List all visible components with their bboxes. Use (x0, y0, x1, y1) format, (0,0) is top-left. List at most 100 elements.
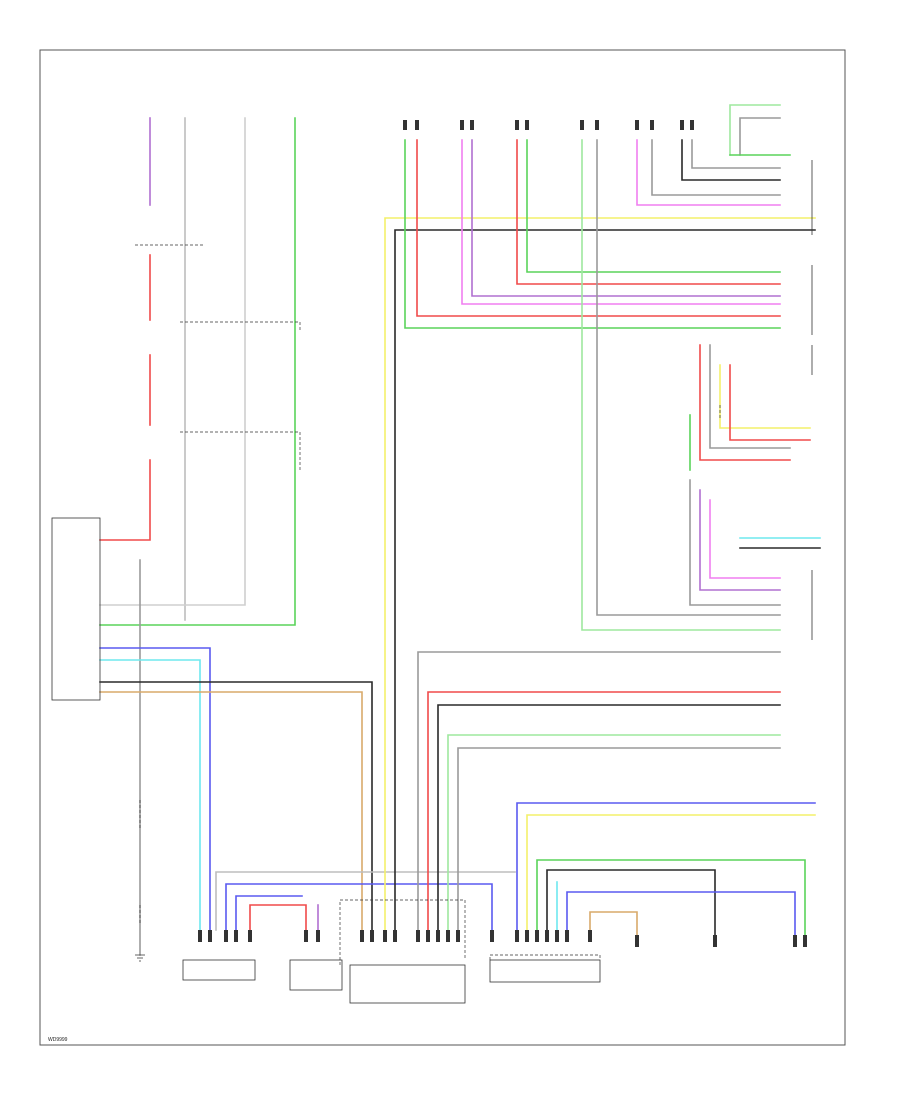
wire-orange-1 (99, 691, 363, 931)
pin-top-2 (415, 120, 419, 130)
pin-top-8 (595, 120, 599, 130)
wire-red-9 (427, 691, 781, 931)
wire-yellow-2 (719, 364, 811, 429)
wire-cyan-1 (99, 659, 201, 931)
pin-bottom-2 (208, 930, 212, 942)
wire-green-7 (536, 859, 806, 936)
bottom-connector-d (489, 959, 601, 983)
pin-bottom-27 (793, 935, 797, 947)
wire-red-6 (516, 139, 781, 285)
pin-top-1 (403, 120, 407, 130)
wire-yellow-3 (526, 814, 816, 931)
pin-bottom-13 (426, 930, 430, 942)
wire-black-1 (99, 681, 373, 931)
wire-red-3 (99, 459, 151, 541)
pin-bottom-10 (383, 930, 387, 942)
wire-yellow-1 (384, 217, 816, 931)
pin-bottom-14 (436, 930, 440, 942)
wire-green-1 (99, 117, 296, 626)
wire-black-6 (546, 869, 716, 936)
pin-top-4 (470, 120, 474, 130)
pin-bottom-23 (565, 930, 569, 942)
pin-top-10 (650, 120, 654, 130)
wire-blue-2 (225, 883, 493, 931)
pin-bottom-18 (515, 930, 519, 942)
pin-bottom-25 (635, 935, 639, 947)
wire-black-2 (394, 229, 816, 931)
pin-top-5 (515, 120, 519, 130)
wire-green-2 (404, 139, 781, 329)
wire-blue-5 (566, 891, 796, 936)
pin-bottom-4 (234, 930, 238, 942)
splice-line-3 (180, 431, 301, 470)
wire-gray-5 (596, 139, 781, 616)
ground-symbol (135, 954, 145, 962)
wire-gray-7 (691, 139, 781, 169)
pin-bottom-28 (803, 935, 807, 947)
pin-bottom-26 (713, 935, 717, 947)
pin-top-3 (460, 120, 464, 130)
wire-gray-9 (709, 344, 791, 449)
pin-bottom-7 (316, 930, 320, 942)
wire-blue-3 (235, 895, 303, 931)
splice-line-6 (489, 954, 601, 960)
pin-top-9 (635, 120, 639, 130)
wire-violet-3 (471, 139, 781, 297)
splice-line-5 (339, 899, 466, 965)
bottom-connector-b (289, 959, 343, 991)
wire-pink-1 (461, 139, 781, 305)
pin-bottom-5 (248, 930, 252, 942)
wire-pink-3 (709, 499, 781, 579)
wire-red-5 (416, 139, 781, 317)
wire-gray-4 (215, 871, 516, 931)
pin-bottom-21 (545, 930, 549, 942)
component-layer (51, 244, 721, 1004)
pin-bottom-16 (456, 930, 460, 942)
pin-top-6 (525, 120, 529, 130)
wire-blue-4 (516, 802, 816, 931)
wire-pink-2 (636, 139, 781, 206)
pin-bottom-1 (198, 930, 202, 942)
pin-top-12 (690, 120, 694, 130)
wire-layer (99, 104, 821, 956)
pin-bottom-6 (304, 930, 308, 942)
bottom-connector-a (182, 959, 256, 981)
pin-bottom-3 (224, 930, 228, 942)
pin-bottom-8 (360, 930, 364, 942)
wire-red-8 (729, 364, 811, 441)
wire-black-5 (437, 704, 781, 931)
pin-bottom-11 (393, 930, 397, 942)
pin-bottom-17 (490, 930, 494, 942)
pin-bottom-12 (416, 930, 420, 942)
bottom-connector-c (349, 964, 466, 1004)
wire-red-4 (249, 904, 307, 931)
wire-violet-4 (699, 489, 781, 591)
pin-bottom-20 (535, 930, 539, 942)
pin-layer (198, 120, 807, 947)
wire-black-3 (681, 139, 781, 181)
pin-bottom-15 (446, 930, 450, 942)
pin-bottom-9 (370, 930, 374, 942)
wire-orange-2 (589, 911, 638, 936)
wire-lightgreen-1 (729, 104, 781, 156)
diagram-frame (39, 49, 846, 1046)
wire-gray-12 (457, 747, 781, 931)
pin-top-7 (580, 120, 584, 130)
main-module-box (51, 517, 101, 701)
splice-line-2 (180, 321, 301, 330)
wire-gray-11 (417, 651, 781, 931)
wire-gray-6 (651, 139, 781, 196)
pin-bottom-24 (588, 930, 592, 942)
wire-green-3 (526, 139, 781, 273)
wire-blue-1 (99, 647, 211, 931)
wire-gray-8 (739, 117, 781, 156)
pin-bottom-19 (525, 930, 529, 942)
diagram-id: WD9999 (48, 1037, 68, 1043)
pin-bottom-22 (555, 930, 559, 942)
wire-green-4 (581, 139, 781, 631)
wire-gray-2 (99, 117, 246, 606)
wire-green-6 (447, 734, 781, 931)
pin-top-11 (680, 120, 684, 130)
wire-gray-10 (689, 479, 781, 606)
